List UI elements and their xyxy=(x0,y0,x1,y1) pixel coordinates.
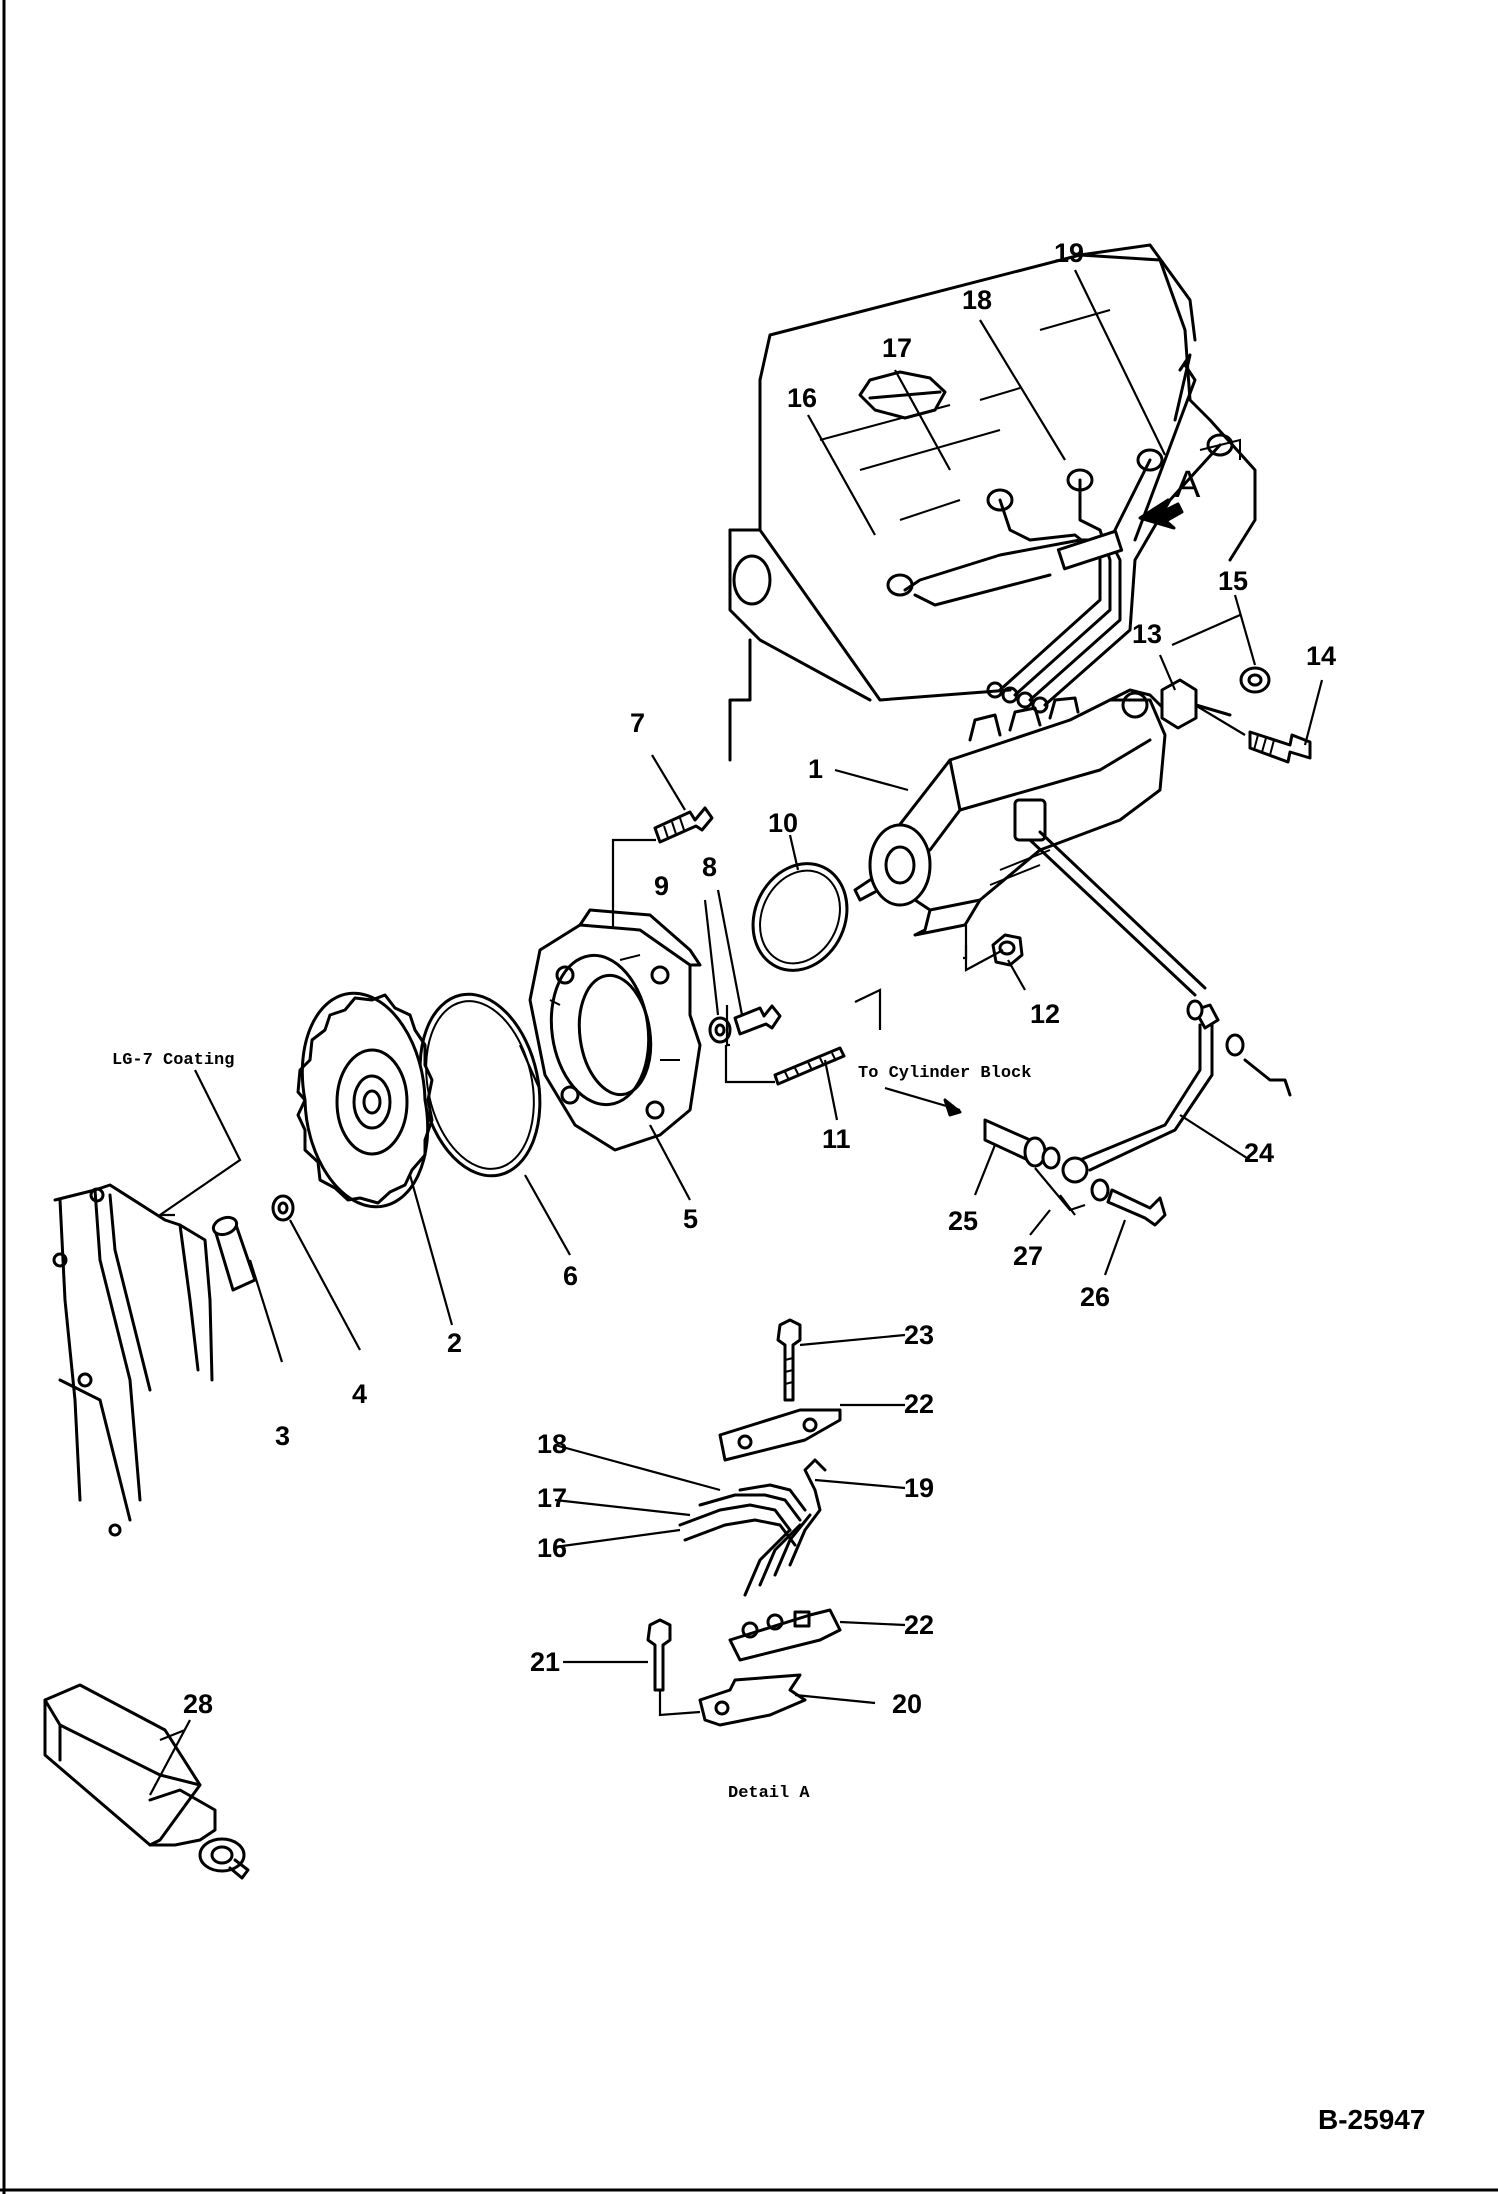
bolt-8 xyxy=(733,1004,782,1036)
detail-callout-21: 21 xyxy=(530,1647,560,1677)
callout-2: 2 xyxy=(447,1328,462,1358)
housing-5 xyxy=(528,908,702,1152)
callout-27: 27 xyxy=(1013,1241,1043,1271)
gear-2 xyxy=(296,991,434,1209)
callout-24: 24 xyxy=(1244,1138,1274,1168)
gasket-27 xyxy=(1041,1146,1110,1202)
callout-4: 4 xyxy=(352,1379,367,1409)
stud-11 xyxy=(773,1046,846,1086)
bolt-24-end xyxy=(1186,999,1292,1097)
connector-25 xyxy=(983,1118,1047,1168)
detail-callout-20: 20 xyxy=(892,1689,922,1719)
callout-12: 12 xyxy=(1030,999,1060,1029)
detail-callout-23: 23 xyxy=(904,1320,934,1350)
detail-a xyxy=(646,1318,842,1727)
o-ring-10 xyxy=(751,862,849,972)
callout-25: 25 xyxy=(948,1206,978,1236)
injection-pump xyxy=(853,688,1167,937)
detail-callout-17: 17 xyxy=(537,1483,567,1513)
to-cylinder-block-note: To Cylinder Block xyxy=(858,1064,1031,1083)
front-cover xyxy=(52,1183,214,1537)
notes: A LG-7 Coating To Cylinder Block Detail … xyxy=(112,464,1425,2135)
callout-15: 15 xyxy=(1218,566,1248,596)
callout-26: 26 xyxy=(1080,1282,1110,1312)
pipe-24 xyxy=(1028,830,1220,1184)
callout-17: 17 xyxy=(882,333,912,363)
callout-3: 3 xyxy=(275,1421,290,1451)
bracket-13 xyxy=(1160,678,1232,730)
tool-28 xyxy=(43,1683,250,1880)
engine-block-drawing xyxy=(728,243,1257,762)
callout-9: 9 xyxy=(654,871,669,901)
callout-28: 28 xyxy=(183,1689,213,1719)
callout-8: 8 xyxy=(702,852,717,882)
washer-9 xyxy=(708,1016,732,1044)
leader-lines xyxy=(149,269,1324,1796)
document-id: B-25947 xyxy=(1318,2104,1425,2135)
bolt-14 xyxy=(1248,730,1312,764)
sleeve-3 xyxy=(211,1215,257,1292)
callout-5: 5 xyxy=(683,1204,698,1234)
callout-19: 19 xyxy=(1054,238,1084,268)
view-marker-a: A xyxy=(1175,464,1201,506)
bolt-26 xyxy=(1106,1188,1167,1227)
callout-labels: 1 2 3 4 5 6 7 8 9 10 11 12 13 14 15 16 1… xyxy=(183,238,1336,1719)
detail-callout-18: 18 xyxy=(537,1429,567,1459)
injection-pipes xyxy=(903,353,1222,714)
detail-a-title: Detail A xyxy=(728,1784,810,1803)
callout-18: 18 xyxy=(962,285,992,315)
detail-callout-19: 19 xyxy=(904,1473,934,1503)
nut-15 xyxy=(1239,666,1271,694)
callout-10: 10 xyxy=(768,808,798,838)
callout-14: 14 xyxy=(1306,641,1336,671)
nut-12 xyxy=(991,933,1024,967)
callout-13: 13 xyxy=(1132,619,1162,649)
detail-callout-16: 16 xyxy=(537,1533,567,1563)
callout-6: 6 xyxy=(563,1261,578,1291)
callout-11: 11 xyxy=(822,1124,851,1154)
callout-1: 1 xyxy=(808,754,823,784)
detail-callout-22-bottom: 22 xyxy=(904,1610,934,1640)
detail-callout-22-top: 22 xyxy=(904,1389,934,1419)
lg7-coating-note: LG-7 Coating xyxy=(112,1051,234,1070)
callout-16: 16 xyxy=(787,383,817,413)
callout-7: 7 xyxy=(630,708,645,738)
bolt-7 xyxy=(653,806,714,844)
washer-4 xyxy=(271,1194,295,1222)
assembly-lines-24 xyxy=(1034,1167,1086,1216)
